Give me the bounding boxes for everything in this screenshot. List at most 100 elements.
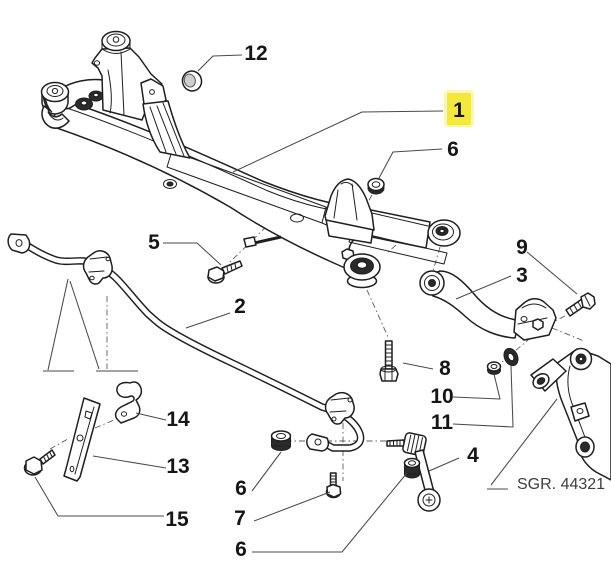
callout-13[interactable]: 13: [166, 455, 189, 478]
flanged-nut-6-top: [367, 177, 385, 195]
leader-5: [163, 242, 222, 266]
left-bushing-ring: [46, 85, 64, 97]
zone-line-right: [69, 280, 100, 370]
control-arm-bracket-hole: [520, 316, 528, 322]
bracket-plate-13: [63, 397, 101, 482]
callout-14[interactable]: 14: [166, 408, 190, 431]
subframe-right-bushing: [427, 219, 461, 247]
link-nut-top-ring: [408, 460, 416, 466]
leader-13: [92, 455, 167, 469]
bar-clamp-left: [82, 250, 113, 285]
leader-6-mid: [251, 451, 282, 492]
stabilizer-link: [386, 432, 441, 512]
stabilizer-bar: [7, 233, 365, 452]
nut10-ring: [490, 364, 498, 369]
tower-gusset-hole: [149, 89, 155, 95]
bolt5-shank: [221, 260, 243, 275]
callout-1[interactable]: 1: [453, 99, 465, 122]
axis-plate13-bracket14: [94, 419, 115, 429]
leader-15: [34, 476, 164, 517]
right-arm-ridge: [371, 212, 429, 227]
subframe-crossmember: [40, 30, 461, 289]
washer11-hole: [507, 352, 515, 362]
callout-2[interactable]: 2: [234, 295, 246, 318]
subframe-tower: [91, 30, 191, 159]
tower-ribs: [149, 102, 185, 157]
control-arm-bushing-ring: [424, 275, 440, 291]
bar-clamp-left-lines: [88, 256, 108, 273]
nut6b-top: [270, 430, 292, 442]
bolt9-head-facet: [584, 295, 591, 307]
callout-8[interactable]: 8: [439, 357, 451, 380]
leader-lines: [34, 54, 578, 553]
callout-10[interactable]: 10: [430, 385, 453, 408]
left-bushing-flap-line: [47, 111, 64, 121]
callout-labels: 1 12 6 5 2 9 3 8 10 11 4 14 13 15 6 7 6 …: [148, 42, 605, 561]
link-lower-cross: [425, 496, 433, 504]
axis-bolt15: [49, 438, 69, 450]
control-arm-bushing-core: [428, 279, 436, 287]
callout-5[interactable]: 5: [148, 231, 160, 254]
callout-12[interactable]: 12: [244, 42, 267, 65]
callout-6-top[interactable]: 6: [447, 138, 459, 161]
callout-6-mid[interactable]: 6: [235, 477, 247, 500]
knuckle-assembly: [530, 347, 611, 481]
bolt8-head-facets: [384, 369, 393, 381]
bar-clamp-right: [324, 391, 355, 425]
plate13-square-hole: [84, 410, 93, 420]
leader-11: [452, 365, 514, 428]
beam-slot-hole: [290, 213, 304, 223]
flanged-nut-6-mid: [270, 430, 292, 451]
callout-15[interactable]: 15: [165, 508, 189, 531]
callout-7[interactable]: 7: [234, 507, 246, 530]
bolt-7: [325, 472, 342, 499]
tower-bushing-collar: [101, 40, 131, 54]
sgr-reference-label[interactable]: SGR. 44321: [517, 476, 605, 493]
zone-line-left: [47, 278, 69, 371]
bolt5-head: [207, 266, 225, 282]
plate13-bend-line: [74, 406, 95, 475]
knuckle-top-eye-hole: [578, 356, 584, 362]
knuckle-boss: [570, 402, 590, 422]
washer-11: [503, 347, 519, 367]
leader-7: [253, 491, 331, 522]
bar-end-right: [306, 433, 330, 452]
callout-4[interactable]: 4: [467, 444, 479, 467]
tower-ear-hole: [93, 60, 101, 66]
bolt-8: [379, 340, 399, 382]
beam-boss-hole2-core: [166, 181, 174, 187]
tower-bushing-ring: [106, 33, 126, 47]
plug-12: [181, 70, 203, 92]
bar-end-right-hole: [314, 438, 322, 446]
leader-14: [135, 412, 167, 421]
subframe-left-bushing: [40, 81, 70, 129]
control-arm-bracket: [513, 298, 557, 341]
link-housing-ridges: [406, 434, 424, 454]
left-bushing-outer: [40, 81, 70, 103]
bracket-clamp-14: [114, 381, 143, 424]
callout-11[interactable]: 11: [431, 411, 454, 434]
beam-stud-tip: [243, 236, 257, 248]
right-bushing-mid: [432, 223, 454, 241]
axis-knuckle: [551, 327, 585, 342]
left-bushing-flap: [41, 105, 70, 129]
subframe-lower-bushing: [341, 248, 381, 289]
leader-4: [428, 457, 460, 472]
callout-9[interactable]: 9: [516, 236, 528, 259]
callout-6-bottom[interactable]: 6: [235, 538, 247, 561]
bolt7-threads: [330, 475, 337, 486]
leader-8: [402, 362, 434, 370]
mid-bracket-gussets: [333, 181, 358, 221]
subframe-mid-bracket: [324, 178, 375, 244]
callout-3[interactable]: 3: [516, 264, 528, 287]
nut6a-top: [367, 177, 385, 192]
bolt15-head: [25, 456, 43, 475]
link-flanged-nut: [403, 457, 421, 479]
bracket14-body: [114, 381, 143, 424]
bar-clamp-right-hole2: [347, 397, 353, 403]
knuckle-arm-eye-core: [536, 377, 546, 385]
callout-1-highlight: [447, 93, 471, 125]
link-lower-ring: [422, 493, 436, 507]
beam-stud: [253, 235, 282, 245]
bolt5-threads: [226, 263, 237, 273]
